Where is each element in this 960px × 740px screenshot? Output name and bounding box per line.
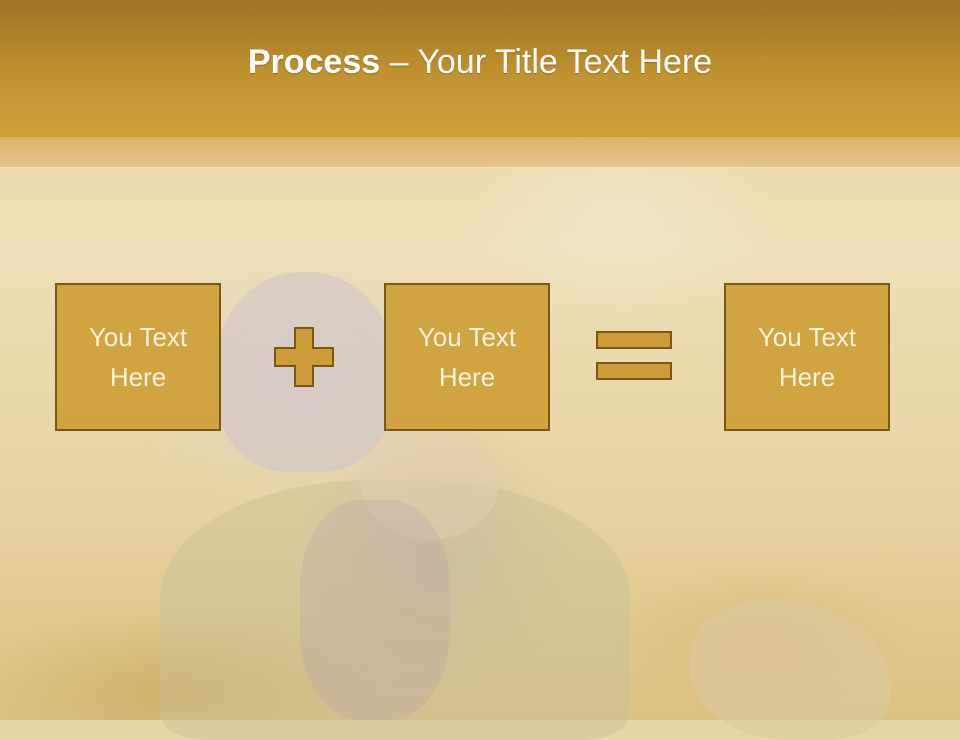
title-rest: – Your Title Text Here <box>380 43 713 81</box>
title-bar: Process – Your Title Text Here <box>0 0 960 137</box>
photo-face <box>360 420 500 540</box>
plus-icon <box>274 327 334 387</box>
process-box-2[interactable]: You Text Here <box>384 283 550 431</box>
process-box-3[interactable]: You Text Here <box>724 283 890 431</box>
header-band <box>0 137 960 167</box>
process-box-3-text: You Text Here <box>757 322 857 392</box>
photo-scarf <box>300 500 450 720</box>
title-bold: Process <box>247 43 381 81</box>
photo-leaf <box>690 600 890 740</box>
process-box-1-text: You Text Here <box>88 322 188 392</box>
equals-icon <box>596 331 676 383</box>
equals-bar-top <box>596 331 672 349</box>
process-box-1[interactable]: You Text Here <box>55 283 221 431</box>
process-box-2-text: You Text Here <box>417 322 517 392</box>
equals-bar-bottom <box>596 362 672 380</box>
slide-title[interactable]: Process – Your Title Text Here <box>248 43 712 82</box>
